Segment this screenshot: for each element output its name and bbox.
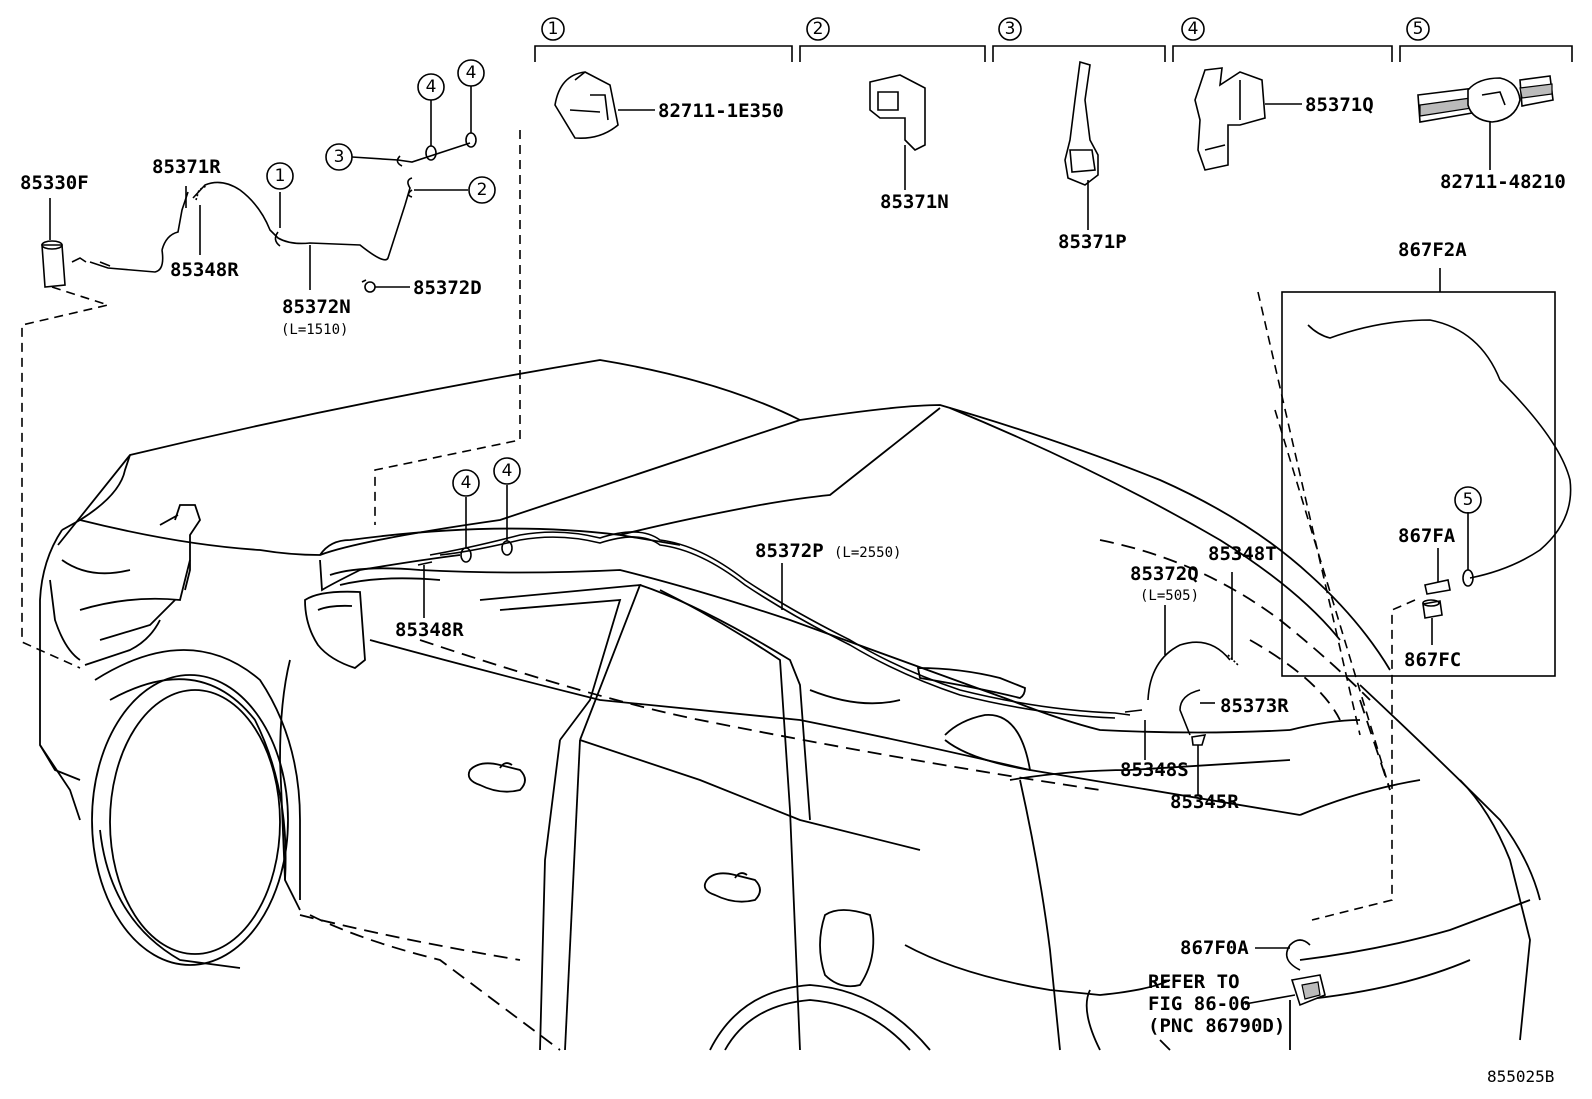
svg-text:3: 3	[334, 147, 345, 167]
callout-1: 1	[541, 17, 565, 41]
svg-text:5: 5	[1463, 490, 1474, 510]
svg-text:4: 4	[461, 473, 472, 493]
part-label-85372D: 85372D	[413, 277, 482, 299]
part-label-85348R-roof: 85348R	[395, 619, 464, 641]
part-label-85371P: 85371P	[1058, 231, 1127, 253]
diagram-code: 855025B	[1487, 1067, 1554, 1086]
part-label-85371Q: 85371Q	[1305, 94, 1374, 116]
svg-text:2: 2	[477, 180, 488, 200]
roof-hose-drawing: 4 4	[417, 457, 1143, 719]
washer-pump-drawing	[41, 198, 164, 288]
clip-85371P-drawing	[1064, 60, 1099, 230]
svg-text:4: 4	[502, 461, 513, 481]
length-85372N: (L=1510)	[281, 322, 348, 338]
svg-text:4: 4	[426, 77, 437, 97]
part-label-85348S: 85348S	[1120, 759, 1189, 781]
part-label-82711-1E350: 82711-1E350	[658, 100, 784, 122]
svg-text:1: 1	[275, 166, 286, 186]
front-hose-drawing: 1 2 3 4 4	[161, 59, 496, 293]
vehicle-outline	[39, 359, 1541, 1051]
clip-85371Q-drawing	[1194, 67, 1302, 171]
part-label-85373R: 85373R	[1220, 695, 1289, 717]
callout-5: 5	[1406, 17, 1430, 41]
refer-line-2: FIG 86-06	[1148, 993, 1251, 1015]
part-label-85348T: 85348T	[1208, 543, 1277, 565]
part-label-85371N: 85371N	[880, 191, 949, 213]
rear-hose-drawing	[1144, 572, 1239, 795]
part-label-85348R-front: 85348R	[170, 259, 239, 281]
part-label-85372Q: 85372Q	[1130, 563, 1199, 585]
clip-85371N-drawing	[869, 74, 926, 190]
part-label-85372P: 85372P	[755, 540, 824, 562]
clip-82711-1E350-drawing	[554, 71, 655, 140]
refer-note: REFER TO FIG 86-06 (PNC 86790D)	[1148, 971, 1285, 1037]
callout-2: 2	[806, 17, 830, 41]
svg-text:5: 5	[1413, 19, 1424, 39]
camera-connector-drawing	[1244, 939, 1326, 1007]
part-label-867FA: 867FA	[1398, 525, 1456, 547]
camera-inset-box: 5	[1281, 268, 1572, 677]
part-label-85371R: 85371R	[152, 156, 221, 178]
callout-3: 3	[998, 17, 1022, 41]
part-label-867F0A: 867F0A	[1180, 937, 1249, 959]
part-label-867FC: 867FC	[1404, 649, 1461, 671]
callout-brackets: 1 2 3 4 5	[534, 17, 1573, 62]
refer-line-1: REFER TO	[1148, 971, 1240, 993]
callout-4: 4	[1181, 17, 1205, 41]
svg-text:3: 3	[1005, 19, 1016, 39]
svg-text:4: 4	[1188, 19, 1199, 39]
part-label-85330F: 85330F	[20, 172, 89, 194]
part-label-85372N: 85372N	[282, 296, 351, 318]
clip-82711-48210-drawing	[1417, 75, 1554, 170]
svg-text:1: 1	[548, 19, 559, 39]
part-label-85345R: 85345R	[1170, 791, 1239, 813]
length-85372P: (L=2550)	[834, 545, 901, 561]
refer-line-3: (PNC 86790D)	[1148, 1015, 1285, 1037]
svg-text:2: 2	[813, 19, 824, 39]
part-label-82711-48210: 82711-48210	[1440, 171, 1566, 193]
part-label-867F2A: 867F2A	[1398, 239, 1467, 261]
length-85372Q: (L=505)	[1140, 588, 1199, 604]
svg-text:4: 4	[466, 63, 477, 83]
